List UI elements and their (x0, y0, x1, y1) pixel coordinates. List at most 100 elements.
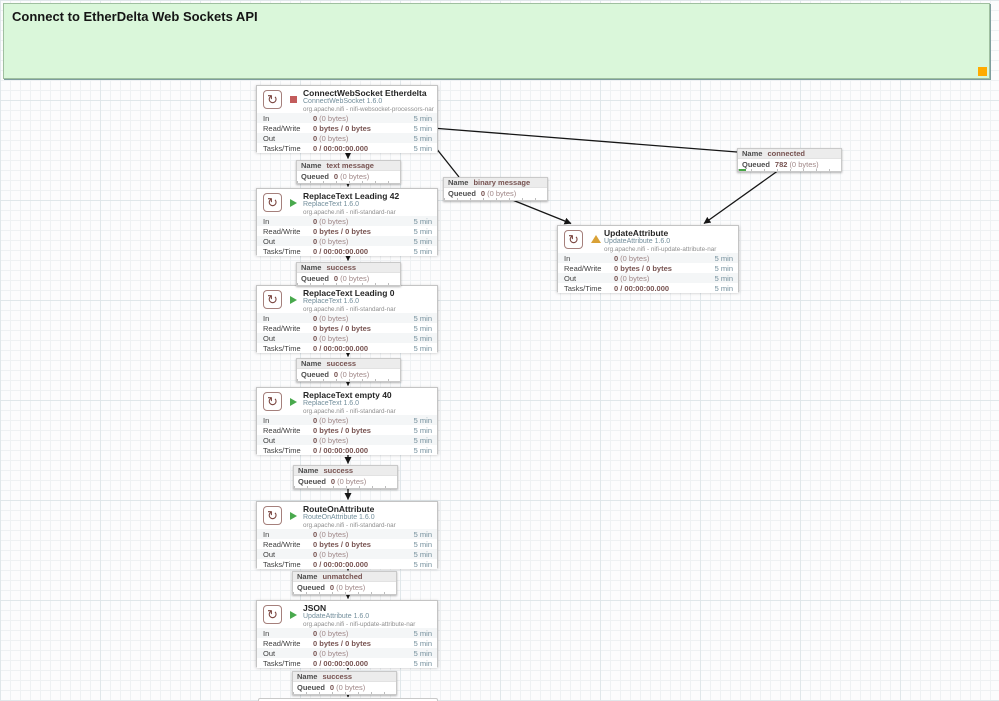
name-key: Name (297, 572, 318, 581)
processor-title: UpdateAttribute (604, 228, 669, 238)
connection-name: connected (767, 149, 805, 158)
name-key: Name (301, 359, 322, 368)
stat-label-readwrite: Read/Write (263, 123, 301, 133)
processor-partial-offscreen[interactable] (258, 698, 438, 701)
processor-replacetext-empty-40[interactable]: ↻ ReplaceText empty 40 ReplaceText 1.6.0… (256, 387, 438, 455)
queued-count: 0 (329, 582, 335, 592)
connection-name: success (326, 263, 357, 272)
queue-gauge (293, 692, 396, 694)
running-icon (290, 199, 297, 207)
queued-key: Queued (298, 476, 326, 486)
stat-value-readwrite: 0 bytes / 0 bytes (614, 263, 672, 273)
queue-fill-indicator (739, 169, 746, 171)
stat-value-in: 0(0 bytes) (313, 113, 349, 123)
processor-bundle: org.apache.nifi - nifi-standard-nar (303, 522, 396, 529)
processor-bundle: org.apache.nifi - nifi-standard-nar (303, 306, 396, 313)
processor-connectwebsocket-etherdelta[interactable]: ↻ ConnectWebSocket Etherdelta ConnectWeb… (256, 85, 438, 153)
queue-gauge (738, 169, 841, 171)
processor-replacetext-leading-42[interactable]: ↻ ReplaceText Leading 42 ReplaceText 1.6… (256, 188, 438, 256)
processor-json[interactable]: ↻ JSON UpdateAttribute 1.6.0 org.apache.… (256, 600, 438, 668)
stat-window: 5 min (413, 435, 432, 445)
name-key: Name (297, 672, 318, 681)
queued-key: Queued (301, 273, 329, 283)
stat-label-taskstime: Tasks/Time (263, 343, 301, 353)
processor-bundle: org.apache.nifi - nifi-standard-nar (303, 408, 396, 415)
queued-count: 0 (329, 682, 335, 692)
stat-window: 5 min (714, 253, 733, 263)
stopped-icon (290, 96, 297, 103)
stat-label-in: In (564, 253, 571, 263)
stat-label-out: Out (263, 236, 276, 246)
queued-size: (0 bytes) (336, 582, 366, 592)
stat-window: 5 min (714, 283, 733, 293)
processor-routeonattribute[interactable]: ↻ RouteOnAttribute RouteOnAttribute 1.6.… (256, 501, 438, 569)
stat-window: 5 min (413, 415, 432, 425)
stat-value-taskstime: 0 / 00:00:00.000 (614, 283, 670, 293)
stat-label-out: Out (263, 648, 276, 658)
processor-bundle: org.apache.nifi - nifi-update-attribute-… (604, 246, 717, 253)
connection-name: success (326, 359, 357, 368)
stat-window: 5 min (413, 529, 432, 539)
queue-gauge (294, 486, 397, 488)
stat-value-in: 0(0 bytes) (313, 529, 349, 539)
stat-label-in: In (263, 113, 270, 123)
queued-count: 0 (480, 188, 486, 198)
connection-name: text message (326, 161, 374, 170)
processor-type: RouteOnAttribute 1.6.0 (303, 514, 375, 521)
processor-bundle: org.apache.nifi - nifi-websocket-process… (303, 106, 434, 113)
processor-title: ReplaceText Leading 42 (303, 191, 400, 201)
stat-window: 5 min (413, 246, 432, 256)
processor-icon: ↻ (263, 605, 282, 624)
queued-size: (0 bytes) (789, 159, 819, 169)
queue-gauge (293, 592, 396, 594)
stat-window: 5 min (413, 216, 432, 226)
stat-label-out: Out (263, 549, 276, 559)
queued-key: Queued (297, 682, 325, 692)
stat-label-in: In (263, 628, 270, 638)
processor-icon: ↻ (564, 230, 583, 249)
stat-window: 5 min (413, 638, 432, 648)
stat-value-taskstime: 0 / 00:00:00.000 (313, 559, 369, 569)
processor-icon: ↻ (263, 193, 282, 212)
processor-updateattribute[interactable]: ↻ UpdateAttribute UpdateAttribute 1.6.0 … (557, 225, 739, 293)
stat-window: 5 min (413, 648, 432, 658)
stat-value-readwrite: 0 bytes / 0 bytes (313, 539, 371, 549)
queued-count: 0 (333, 369, 339, 379)
processor-icon: ↻ (263, 90, 282, 109)
queued-size: (0 bytes) (487, 188, 517, 198)
processor-replacetext-leading-0[interactable]: ↻ ReplaceText Leading 0 ReplaceText 1.6.… (256, 285, 438, 353)
stat-value-taskstime: 0 / 00:00:00.000 (313, 445, 369, 455)
running-icon (290, 611, 297, 619)
running-icon (290, 398, 297, 406)
stat-label-out: Out (564, 273, 577, 283)
stat-label-readwrite: Read/Write (263, 638, 301, 648)
stat-label-taskstime: Tasks/Time (564, 283, 602, 293)
name-key: Name (301, 263, 322, 272)
stat-label-readwrite: Read/Write (263, 323, 301, 333)
stat-label-taskstime: Tasks/Time (263, 445, 301, 455)
stat-value-out: 0(0 bytes) (313, 549, 349, 559)
queue-gauge (297, 283, 400, 285)
name-key: Name (448, 178, 469, 187)
processor-title: ReplaceText empty 40 (303, 390, 392, 400)
flow-label[interactable]: Connect to EtherDelta Web Sockets API (3, 3, 990, 79)
stat-value-out: 0(0 bytes) (614, 273, 650, 283)
stat-label-readwrite: Read/Write (263, 226, 301, 236)
stat-value-readwrite: 0 bytes / 0 bytes (313, 638, 371, 648)
running-icon (290, 296, 297, 304)
queued-key: Queued (742, 159, 770, 169)
label-resize-handle[interactable] (978, 67, 987, 76)
stat-window: 5 min (413, 236, 432, 246)
queued-size: (0 bytes) (337, 476, 367, 486)
